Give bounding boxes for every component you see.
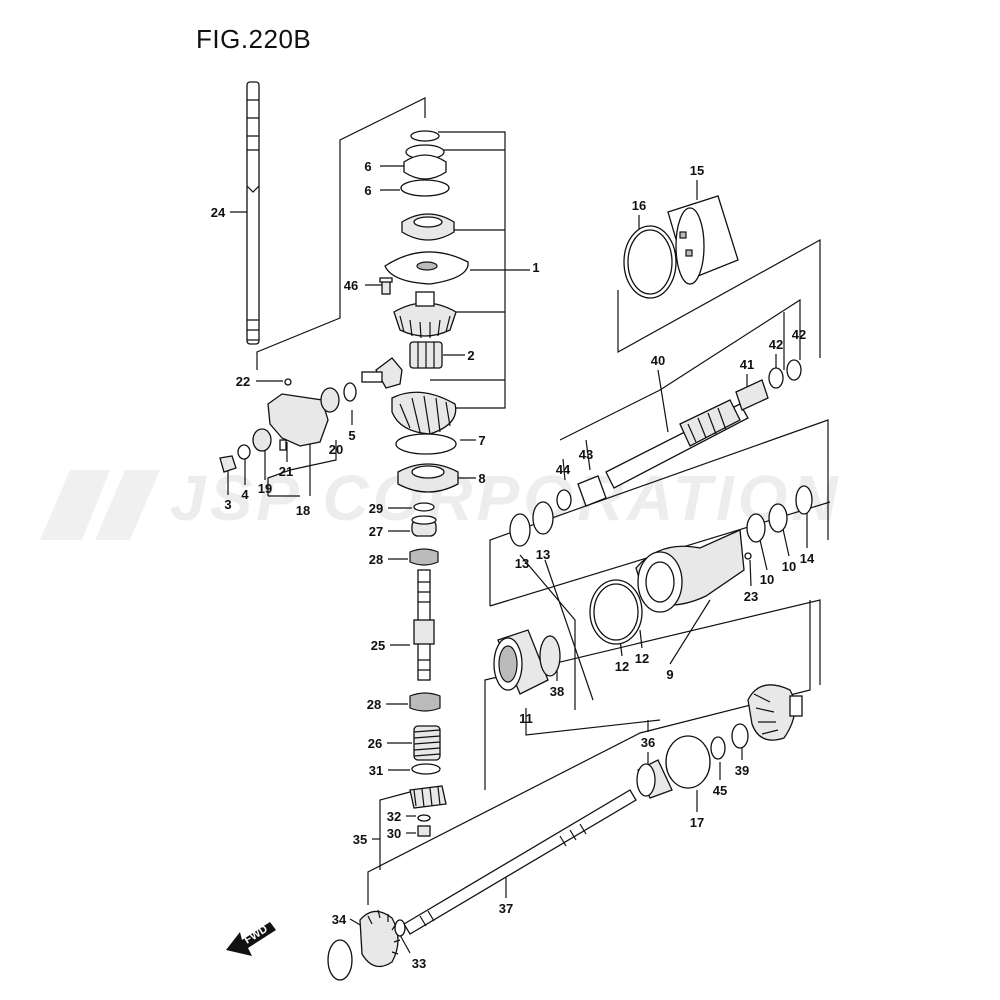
bearing-top <box>401 213 455 241</box>
bearing-28-bottom <box>409 692 441 712</box>
drive-shaft-24 <box>246 81 260 345</box>
callout-c28b: 28 <box>367 697 381 712</box>
callout-c23: 23 <box>744 589 758 604</box>
pinion-gear-top <box>393 291 457 339</box>
bushing-27 <box>411 515 437 537</box>
callout-c11: 11 <box>519 711 533 726</box>
bevel-gear-7 <box>391 391 457 435</box>
bolt-46 <box>379 277 393 295</box>
spring-26 <box>413 725 441 761</box>
callout-c10b: 10 <box>782 559 796 574</box>
callout-c10a: 10 <box>760 572 774 587</box>
callout-c34: 34 <box>332 912 347 927</box>
fwd-direction-arrow: FWD <box>226 922 276 956</box>
callout-c6a: 6 <box>364 159 371 174</box>
callout-c9: 9 <box>666 667 673 682</box>
watermark: JSP CORPORATION <box>40 462 842 540</box>
callout-c33: 33 <box>412 956 426 971</box>
leader-lines <box>227 97 831 954</box>
parts <box>219 81 813 981</box>
ring-16 <box>623 225 677 299</box>
callout-c20: 20 <box>329 442 343 457</box>
shim-plate <box>384 251 469 285</box>
callout-c38: 38 <box>550 684 564 699</box>
bearing-28-top <box>409 548 439 566</box>
callout-c19: 19 <box>258 481 272 496</box>
callout-c8: 8 <box>478 471 485 486</box>
callout-c42a: 42 <box>769 337 783 352</box>
callout-c30: 30 <box>387 826 401 841</box>
bearing-36 <box>636 759 673 799</box>
callout-c6b: 6 <box>364 183 371 198</box>
callout-c12a: 12 <box>615 659 629 674</box>
clutch-dog-2 <box>409 341 443 369</box>
callout-c41: 41 <box>740 357 754 372</box>
callout-c35: 35 <box>353 832 367 847</box>
watermark-text: JSP CORPORATION <box>170 462 842 534</box>
callout-c39: 39 <box>735 763 749 778</box>
callout-c45: 45 <box>713 783 727 798</box>
callout-c5: 5 <box>348 428 355 443</box>
bevel-gear-reverse <box>747 684 803 741</box>
gear-34 <box>359 909 401 968</box>
housing-18 <box>219 378 357 473</box>
bearing-11 <box>493 629 549 695</box>
callout-c29: 29 <box>369 501 383 516</box>
callout-c36: 36 <box>641 735 655 750</box>
gear-case-9 <box>635 529 745 613</box>
callout-c32: 32 <box>387 809 401 824</box>
callout-c16: 16 <box>632 198 646 213</box>
callout-c14: 14 <box>800 551 815 566</box>
bushing-41 <box>735 379 769 411</box>
callout-c28a: 28 <box>369 552 383 567</box>
bearing-8 <box>397 463 459 493</box>
figure-title: FIG.220B <box>196 24 312 54</box>
callout-c7: 7 <box>478 433 485 448</box>
callout-c31: 31 <box>369 763 383 778</box>
callout-c37: 37 <box>499 901 513 916</box>
pump-shaft-25 <box>413 569 435 681</box>
callout-c18: 18 <box>296 503 310 518</box>
gear-35 <box>409 785 447 809</box>
callout-c1: 1 <box>532 260 539 275</box>
callout-c27: 27 <box>369 524 383 539</box>
callout-c15: 15 <box>690 163 704 178</box>
pinion-gear-small <box>361 357 403 389</box>
callout-c4: 4 <box>241 487 249 502</box>
callout-c43: 43 <box>579 447 593 462</box>
callout-c44: 44 <box>556 462 571 477</box>
callout-c25: 25 <box>371 638 385 653</box>
watermark-logo-mark <box>40 470 160 540</box>
callout-c46: 46 <box>344 278 358 293</box>
propeller-shaft-40 <box>605 399 749 489</box>
shaft-37 <box>403 789 637 935</box>
callout-c22: 22 <box>236 374 250 389</box>
callout-c3: 3 <box>224 497 231 512</box>
callout-c24: 24 <box>211 205 226 220</box>
callout-c21: 21 <box>279 464 293 479</box>
callout-c40: 40 <box>651 353 665 368</box>
spacer-43 <box>577 475 607 507</box>
callout-c2: 2 <box>467 348 474 363</box>
callout-c26: 26 <box>368 736 382 751</box>
callout-c13b: 13 <box>536 547 550 562</box>
callout-c13a: 13 <box>515 556 529 571</box>
sleeve-15 <box>667 195 739 285</box>
callout-c42b: 42 <box>792 327 806 342</box>
callout-c17: 17 <box>690 815 704 830</box>
callout-c12b: 12 <box>635 651 649 666</box>
